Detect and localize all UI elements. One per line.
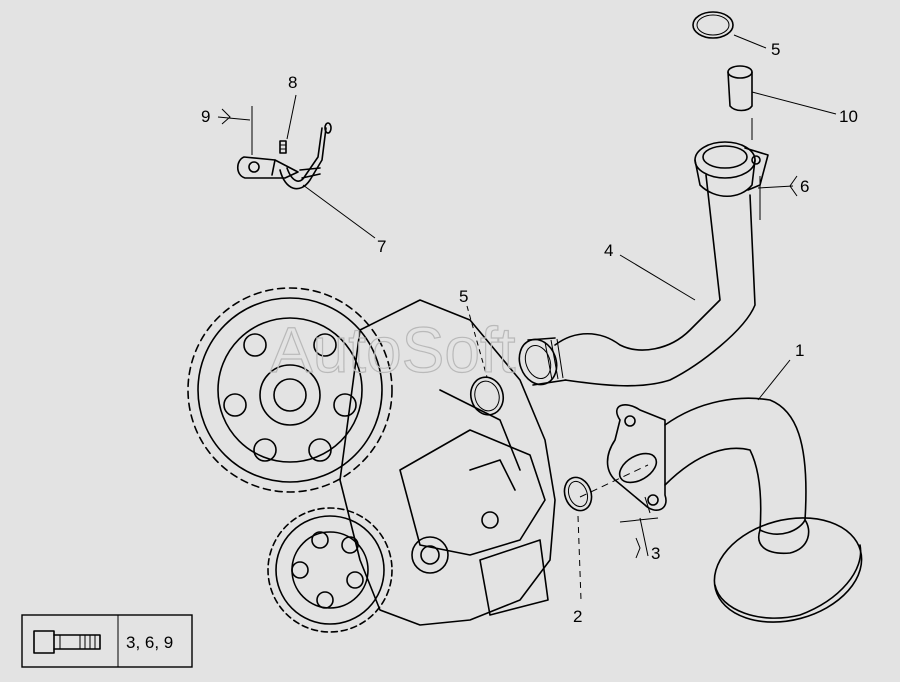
callout-2: 2 xyxy=(573,607,582,626)
part-10-sleeve xyxy=(727,65,753,112)
callout-9-fork xyxy=(221,108,231,125)
callout-5-upper: 5 xyxy=(771,40,780,59)
oil-pump-assembly xyxy=(187,287,556,633)
part-5-o-ring-upper xyxy=(692,11,734,39)
part-5-o-ring-lower xyxy=(469,376,505,416)
callout-8: 8 xyxy=(288,73,297,92)
bolt-icon xyxy=(33,630,101,654)
callout-3: 3 xyxy=(651,544,660,563)
fastener-legend: 3, 6, 9 xyxy=(21,614,193,668)
part-2-o-ring xyxy=(563,476,593,512)
part-4-delivery-pipe xyxy=(518,141,769,387)
callout-5-lower: 5 xyxy=(459,287,468,306)
callout-6-fork xyxy=(789,175,798,197)
leader-lines xyxy=(217,34,837,601)
callout-9: 9 xyxy=(201,107,210,126)
small-gear xyxy=(267,507,393,633)
legend-text: 3, 6, 9 xyxy=(126,633,173,652)
part-1-suction-pipe xyxy=(606,397,863,623)
callout-10: 10 xyxy=(839,107,858,126)
large-gear xyxy=(187,287,393,493)
callout-1: 1 xyxy=(795,341,804,360)
part-8-screw xyxy=(279,140,287,154)
callout-6: 6 xyxy=(800,177,809,196)
callout-3-fork xyxy=(635,537,641,559)
callout-labels: 1 2 3 4 5 5 6 7 8 9 10 xyxy=(201,40,858,626)
callout-7: 7 xyxy=(377,237,386,256)
watermark: AutoSoft xyxy=(270,314,516,386)
part-7-tube-bracket xyxy=(236,122,332,190)
callout-4: 4 xyxy=(604,241,613,260)
